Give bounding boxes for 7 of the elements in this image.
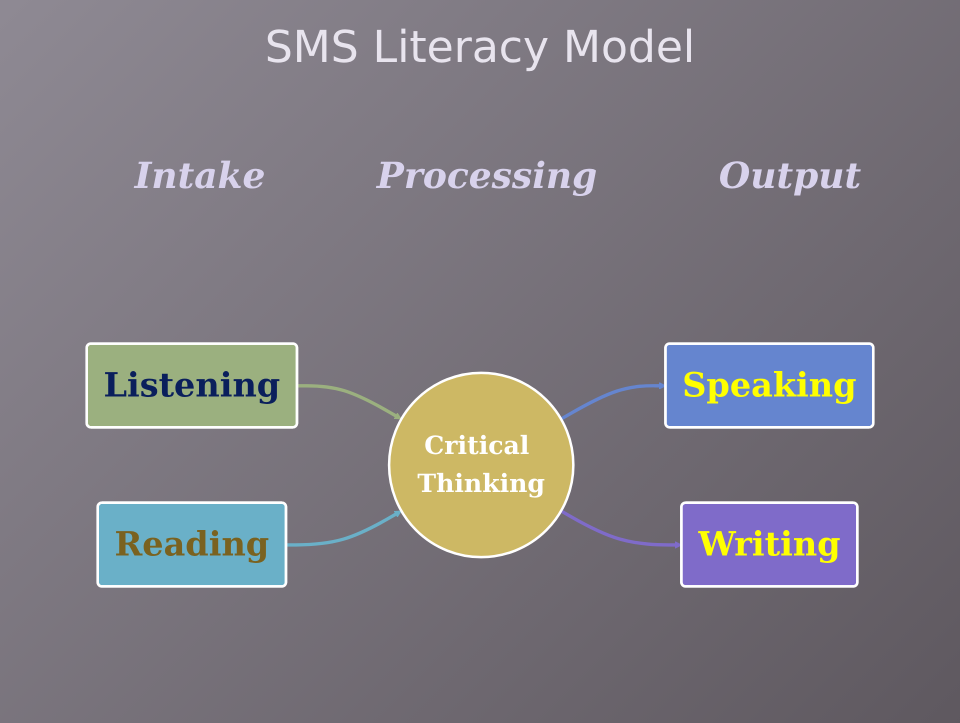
column-heading: Processing bbox=[376, 155, 598, 197]
arrow bbox=[286, 510, 402, 547]
column-heading: Intake bbox=[134, 155, 266, 197]
node-circle: Critical Thinking bbox=[388, 372, 575, 558]
arrow bbox=[297, 384, 402, 420]
title: SMS Literacy Model bbox=[264, 22, 696, 73]
column-heading: Output bbox=[718, 155, 862, 197]
